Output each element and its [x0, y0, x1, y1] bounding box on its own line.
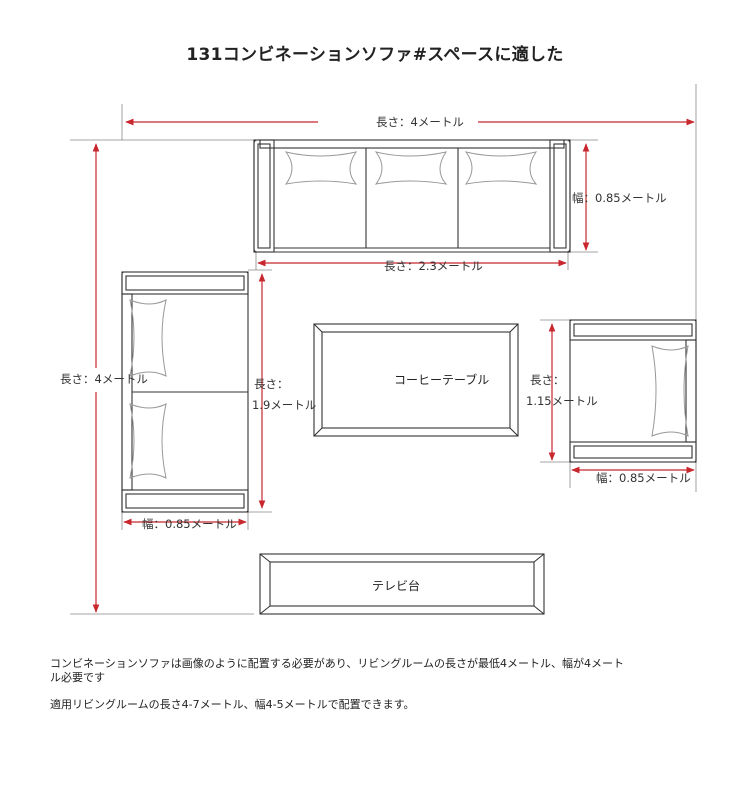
dim-label-chair-length-b: 1.15メートル [526, 394, 598, 408]
sofa-left [121, 271, 249, 513]
coffee-table [313, 323, 519, 437]
dim-label-sofa-top-length: 長さ：2.3メートル [384, 259, 483, 273]
dim-label-sofa-left-length-a: 長さ： [254, 377, 289, 391]
dim-label-sofa-left-width: 幅：0.85メートル [142, 517, 237, 531]
armchair-cushion [651, 345, 689, 437]
tv-stand-label: テレビ台 [372, 579, 421, 593]
note-applicable-size: 適用リビングルームの長さ4-7メートル、幅4-5メートルで配置できます。 [50, 698, 415, 711]
dim-label-total-top: 長さ：4メートル [376, 115, 464, 129]
dim-label-sofa-left-length-b: 1.9メートル [252, 398, 317, 412]
dim-label-chair-width: 幅：0.85メートル [596, 471, 691, 485]
tv-stand [259, 553, 545, 615]
dim-label-chair-length-a: 長さ： [530, 373, 565, 387]
dimension-lines [92, 118, 695, 613]
dim-label-sofa-top-width: 幅：0.85メートル [572, 191, 667, 205]
page-title: 131コンビネーションソファ#スペースに適した [186, 45, 564, 65]
sofa-top [253, 139, 571, 253]
dim-label-total-left: 長さ：4メートル [60, 372, 148, 386]
sofa-top-cushions [284, 151, 538, 185]
coffee-table-label: コーヒーテーブル [394, 373, 490, 387]
armchair [569, 319, 697, 463]
sofa-left-cushions [129, 299, 167, 479]
extension-lines [70, 84, 697, 615]
note-requirement: コンビネーションソファは画像のように配置する必要があり、リビングルームの長さが最… [50, 657, 625, 684]
